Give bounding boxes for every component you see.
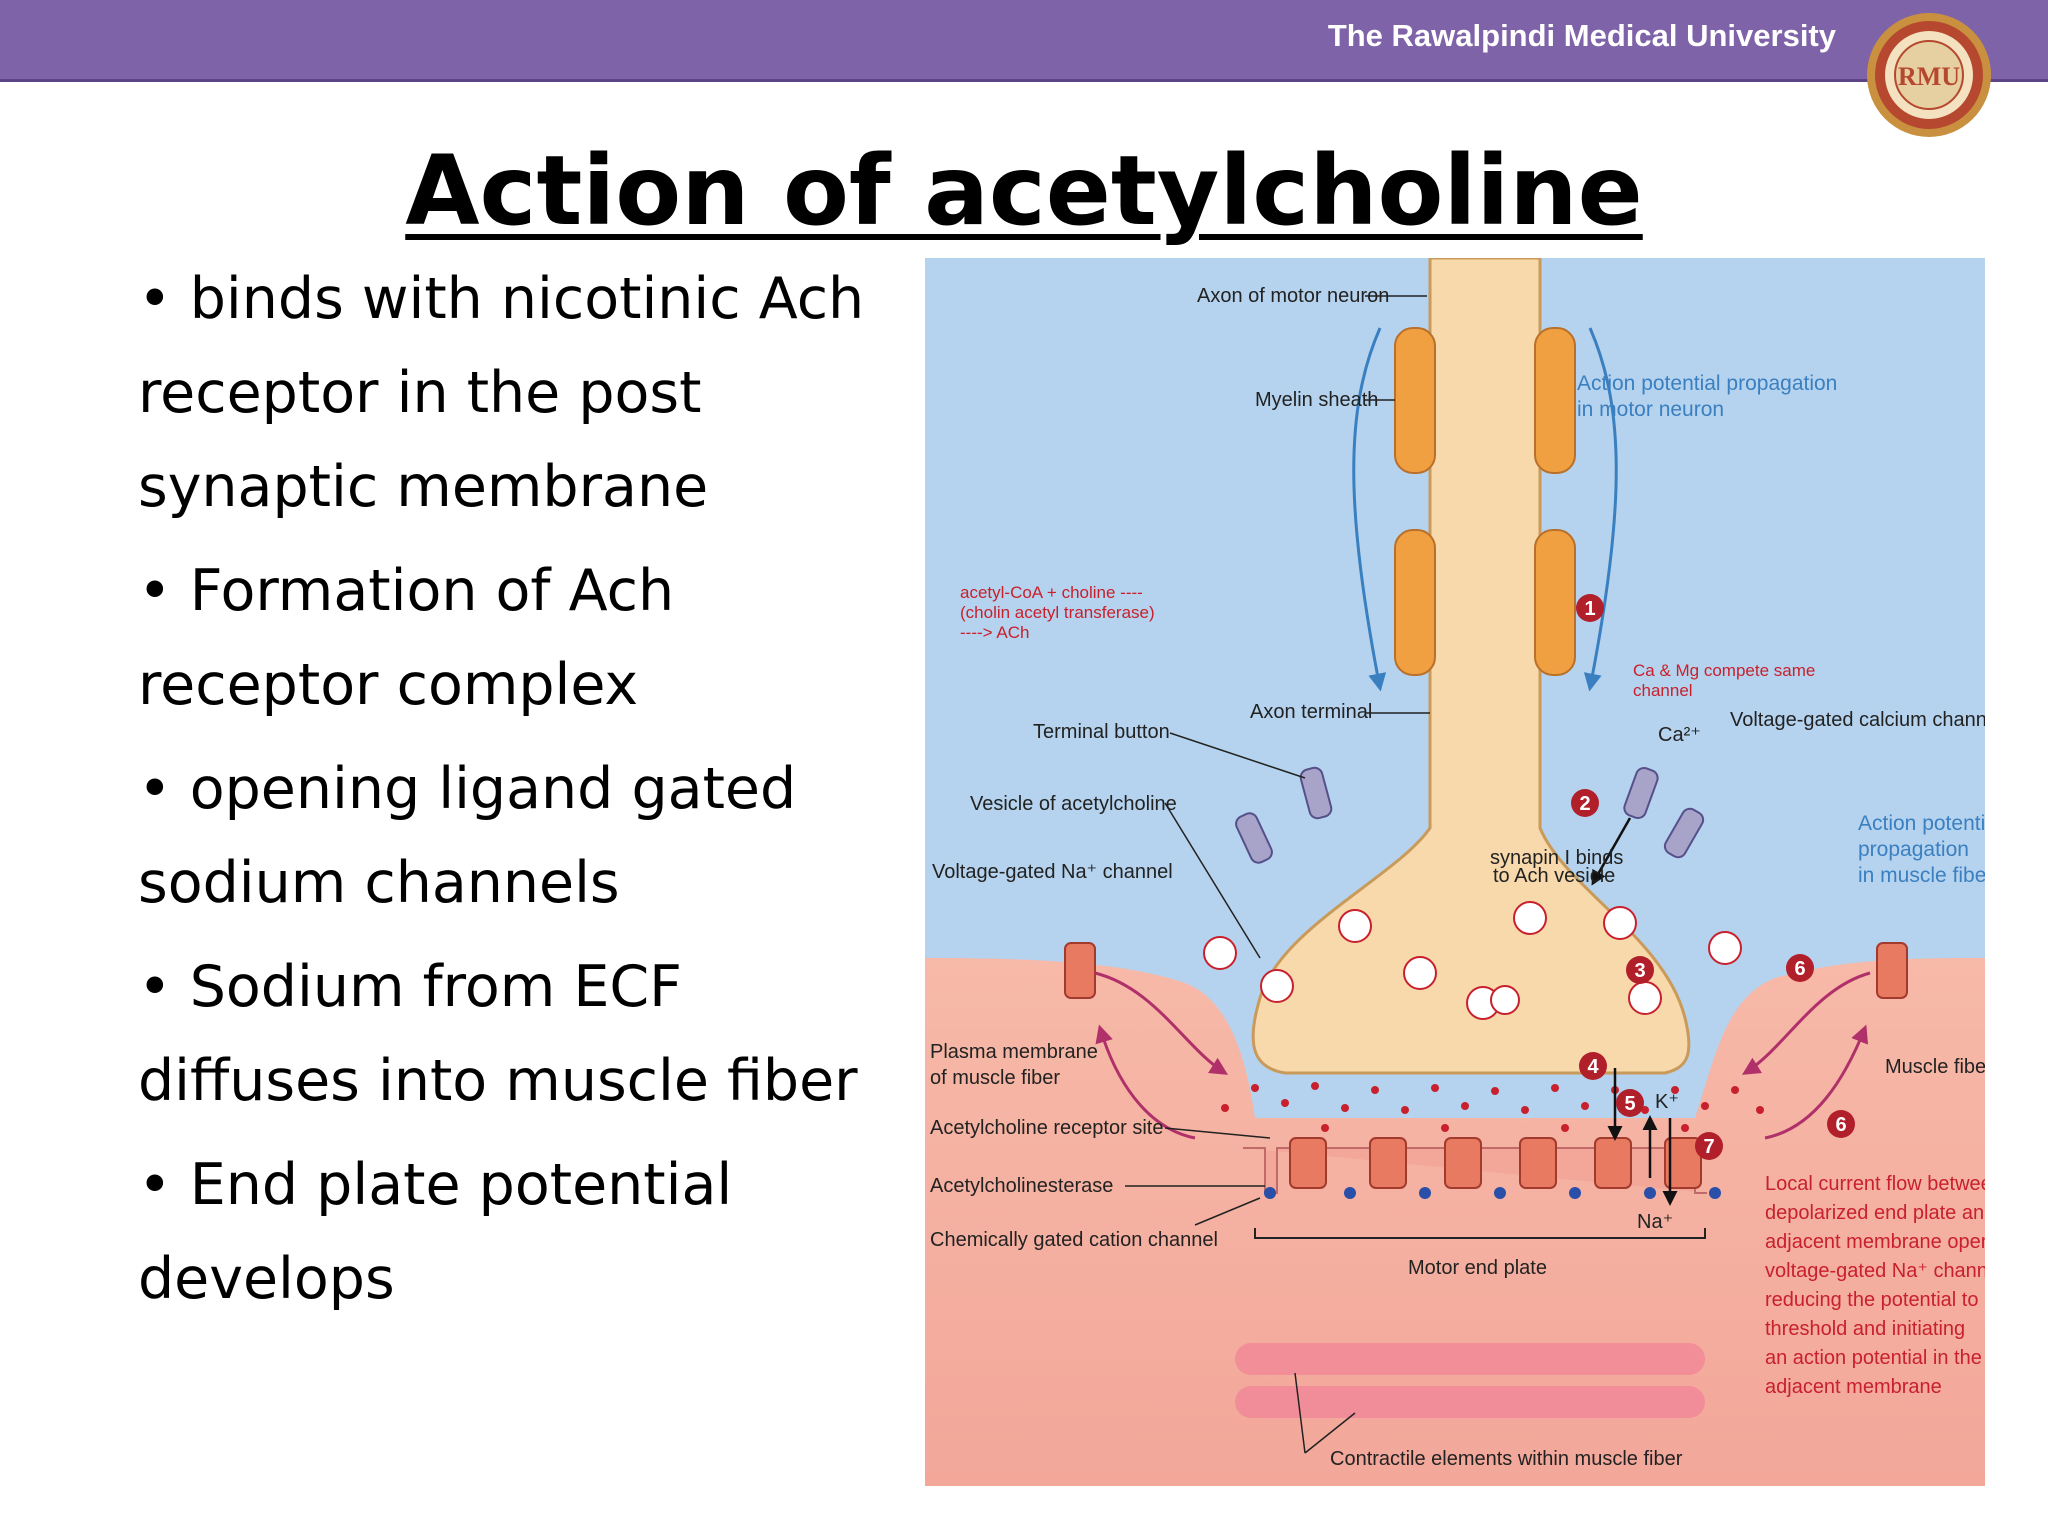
label-ap-neuron-1: Action potential propagation — [1577, 372, 1837, 395]
bullet-list: • binds with nicotinic Ach receptor in t… — [138, 252, 898, 1336]
label-plasma-2: of muscle fiber — [930, 1067, 1060, 1089]
label-synapsin-2: to Ach vesicle — [1493, 865, 1615, 887]
label-local-current-8: adjacent membrane — [1765, 1376, 1942, 1398]
university-logo: RMU — [1867, 13, 1991, 137]
acetylcholine-molecules — [1221, 1082, 1764, 1132]
logo-initials: RMU — [1898, 62, 1960, 91]
label-ach-receptor: Acetylcholine receptor site — [930, 1117, 1163, 1139]
voltage-gated-calcium-channel — [1299, 766, 1333, 820]
step-marker-1: 1 — [1576, 594, 1604, 622]
label-motor-end-plate: Motor end plate — [1408, 1257, 1547, 1279]
voltage-gated-na-channel-right — [1876, 942, 1908, 999]
acetylcholinesterase-molecules — [1264, 1187, 1721, 1199]
leader-lines — [1125, 295, 1430, 1454]
bullet-item: • Sodium from ECF diffuses into muscle f… — [138, 954, 858, 1114]
step-marker-2: 2 — [1571, 789, 1599, 817]
label-vesicle: Vesicle of acetylcholine — [970, 793, 1177, 815]
label-terminal-button: Terminal button — [1033, 721, 1170, 743]
label-ca-mg-1: Ca & Mg compete same — [1633, 661, 1815, 680]
label-axon: Axon of motor neuron — [1197, 285, 1389, 307]
label-local-current-2: depolarized end plate and — [1765, 1202, 1985, 1224]
step-marker-5: 5 — [1616, 1089, 1644, 1117]
label-contractile: Contractile elements within muscle fiber — [1330, 1448, 1683, 1470]
label-local-current-4: voltage-gated Na⁺ channels, — [1765, 1260, 1985, 1282]
step-marker-6: 6 — [1786, 954, 1814, 982]
label-synapsin-1: synapin I binds — [1490, 847, 1623, 869]
propagation-arrow-right — [1583, 327, 1618, 692]
label-ca-mg-2: channel — [1633, 681, 1693, 700]
acetylcholine-receptor-channels — [1289, 1137, 1702, 1189]
local-current-arrow-left — [1094, 971, 1229, 1075]
label-ap-fiber-1: Action potential — [1858, 812, 1985, 835]
label-na-ion: Na⁺ — [1637, 1211, 1673, 1233]
label-synthesis-3: ----> ACh — [960, 623, 1029, 642]
voltage-gated-calcium-channel — [1235, 812, 1273, 864]
label-local-current-3: adjacent membrane opens — [1765, 1231, 1985, 1253]
label-local-current-7: an action potential in the — [1765, 1347, 1982, 1369]
calcium-influx-arrow — [1591, 817, 1632, 886]
label-plasma-1: Plasma membrane — [930, 1041, 1098, 1063]
svg-text:6: 6 — [1794, 958, 1805, 980]
label-ap-fiber-2: propagation — [1858, 838, 1969, 861]
label-local-current-5: reducing the potential to — [1765, 1289, 1979, 1311]
myelin-sheath-left-upper — [1394, 327, 1436, 474]
svg-text:4: 4 — [1587, 1056, 1599, 1078]
label-synthesis-2: (cholin acetyl transferase) — [960, 603, 1155, 622]
svg-text:3: 3 — [1634, 960, 1645, 982]
svg-text:6: 6 — [1835, 1114, 1846, 1136]
label-ca-ion: Ca²⁺ — [1658, 724, 1701, 746]
step-marker-3: 3 — [1626, 956, 1654, 984]
label-local-current-6: threshold and initiating — [1765, 1318, 1965, 1340]
label-local-current-1: Local current flow between — [1765, 1173, 1985, 1195]
slide-title: Action of acetylcholine — [405, 135, 1643, 247]
myelin-sheath-left-lower — [1394, 529, 1436, 676]
header-bar: The Rawalpindi Medical University — [0, 0, 2048, 82]
header-title: The Rawalpindi Medical University — [1327, 18, 1836, 53]
neuromuscular-junction-diagram: 1 2 3 4 5 6 6 7 Axon of motor neuron Mye… — [925, 258, 1985, 1486]
label-axon-terminal: Axon terminal — [1250, 701, 1372, 723]
motor-end-plate-bracket — [1254, 1228, 1706, 1239]
step-marker-6-lower: 6 — [1827, 1110, 1855, 1138]
label-ap-neuron-2: in motor neuron — [1577, 398, 1724, 421]
label-vg-na: Voltage-gated Na⁺ channel — [932, 861, 1173, 883]
label-muscle-fiber: Muscle fiber — [1885, 1056, 1985, 1078]
local-current-arrow-right — [1741, 971, 1871, 1075]
bullet-item: • Formation of Ach receptor complex — [138, 558, 675, 718]
voltage-gated-calcium-channel — [1623, 766, 1659, 820]
myelin-sheath-right-lower — [1534, 529, 1576, 676]
svg-text:1: 1 — [1584, 598, 1595, 620]
label-chemical-channel: Chemically gated cation channel — [930, 1229, 1218, 1251]
label-acetylcholinesterase: Acetylcholinesterase — [930, 1175, 1113, 1197]
bullet-item: • End plate potential develops — [138, 1152, 733, 1312]
svg-text:2: 2 — [1579, 793, 1590, 815]
bullet-item: • binds with nicotinic Ach receptor in t… — [138, 266, 865, 520]
svg-text:5: 5 — [1624, 1093, 1635, 1115]
label-ap-fiber-3: in muscle fiber — [1858, 864, 1985, 887]
current-return-arrow-left — [1095, 1024, 1196, 1140]
step-marker-4: 4 — [1579, 1052, 1607, 1080]
label-synthesis-1: acetyl-CoA + choline ---- — [960, 583, 1143, 602]
step-marker-7: 7 — [1695, 1132, 1723, 1160]
svg-text:7: 7 — [1703, 1136, 1714, 1158]
current-return-arrow-right — [1764, 1024, 1869, 1140]
muscle-fiber-region — [925, 958, 1985, 1486]
voltage-gated-na-channel-left — [1064, 942, 1096, 999]
label-vg-calcium: Voltage-gated calcium channel — [1730, 709, 1985, 731]
label-k-ion: K⁺ — [1655, 1091, 1679, 1113]
bullet-item: • opening ligand gated sodium channels — [138, 756, 797, 916]
myelin-sheath-right-upper — [1534, 327, 1576, 474]
propagation-arrow-left — [1352, 327, 1387, 692]
acetylcholine-vesicles — [1203, 901, 1742, 1020]
contractile-elements — [1235, 1343, 1705, 1418]
voltage-gated-calcium-channel — [1663, 807, 1705, 859]
label-myelin: Myelin sheath — [1255, 389, 1378, 411]
